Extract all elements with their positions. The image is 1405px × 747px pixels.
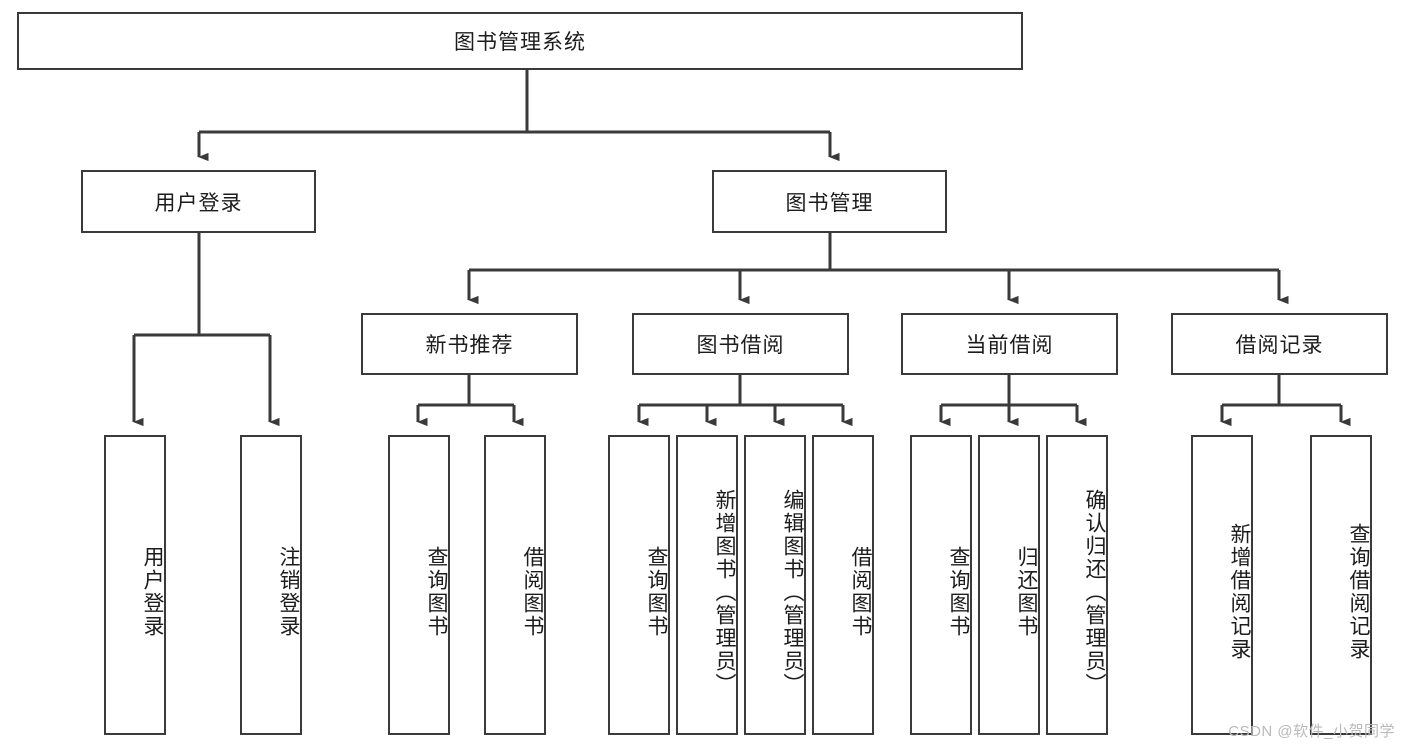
node-label: 用户登录 (141, 546, 164, 638)
node-label: 新增图书（管理员） (713, 488, 736, 696)
node-new-book-recommend[interactable]: 新书推荐 (361, 313, 578, 375)
node-label: 注销登录 (277, 546, 300, 638)
leaf-current-borrow-query-books[interactable]: 查询图书 (910, 435, 972, 735)
node-label: 新增借阅记录 (1228, 523, 1251, 661)
leaf-book-borrow-add-book-admin[interactable]: 新增图书（管理员） (676, 435, 738, 735)
node-current-borrow[interactable]: 当前借阅 (901, 313, 1118, 375)
leaf-borrow-record-query-record[interactable]: 查询借阅记录 (1310, 435, 1372, 735)
leaf-current-borrow-return-books[interactable]: 归还图书 (978, 435, 1040, 735)
leaf-book-borrow-query-books[interactable]: 查询图书 (608, 435, 670, 735)
watermark-text: CSDN @软件_小贺同学 (1228, 723, 1395, 740)
leaf-new-book-borrow-books[interactable]: 借阅图书 (484, 435, 546, 735)
leaf-new-book-query-books[interactable]: 查询图书 (388, 435, 450, 735)
node-label: 确认归还（管理员） (1083, 488, 1106, 696)
node-label: 图书借阅 (696, 334, 785, 357)
node-label: 查询图书 (645, 546, 668, 638)
leaf-borrow-record-add-record[interactable]: 新增借阅记录 (1191, 435, 1253, 735)
node-label: 查询借阅记录 (1347, 523, 1370, 661)
node-label: 借阅图书 (849, 546, 872, 638)
node-user-login[interactable]: 用户登录 (81, 170, 316, 233)
node-label: 当前借阅 (965, 334, 1054, 357)
node-label: 归还图书 (1015, 546, 1038, 638)
node-label: 编辑图书（管理员） (781, 488, 804, 696)
leaf-book-borrow-borrow-books[interactable]: 借阅图书 (812, 435, 874, 735)
node-label: 图书管理 (785, 191, 874, 215)
node-borrow-record[interactable]: 借阅记录 (1171, 313, 1388, 375)
leaf-book-borrow-edit-book-admin[interactable]: 编辑图书（管理员） (744, 435, 806, 735)
node-label: 用户登录 (154, 191, 243, 215)
leaf-current-borrow-confirm-return-admin[interactable]: 确认归还（管理员） (1046, 435, 1108, 735)
node-book-management[interactable]: 图书管理 (712, 170, 947, 233)
node-book-borrow[interactable]: 图书借阅 (632, 313, 849, 375)
node-label: 新书推荐 (425, 334, 514, 357)
leaf-user-login-login[interactable]: 用户登录 (104, 435, 166, 735)
leaf-user-login-logout[interactable]: 注销登录 (240, 435, 302, 735)
node-label: 借阅图书 (521, 546, 544, 638)
node-root-book-management-system[interactable]: 图书管理系统 (17, 12, 1023, 70)
node-label: 查询图书 (947, 546, 970, 638)
node-label: 图书管理系统 (454, 31, 586, 54)
node-label: 查询图书 (425, 546, 448, 638)
node-label: 借阅记录 (1235, 334, 1324, 357)
